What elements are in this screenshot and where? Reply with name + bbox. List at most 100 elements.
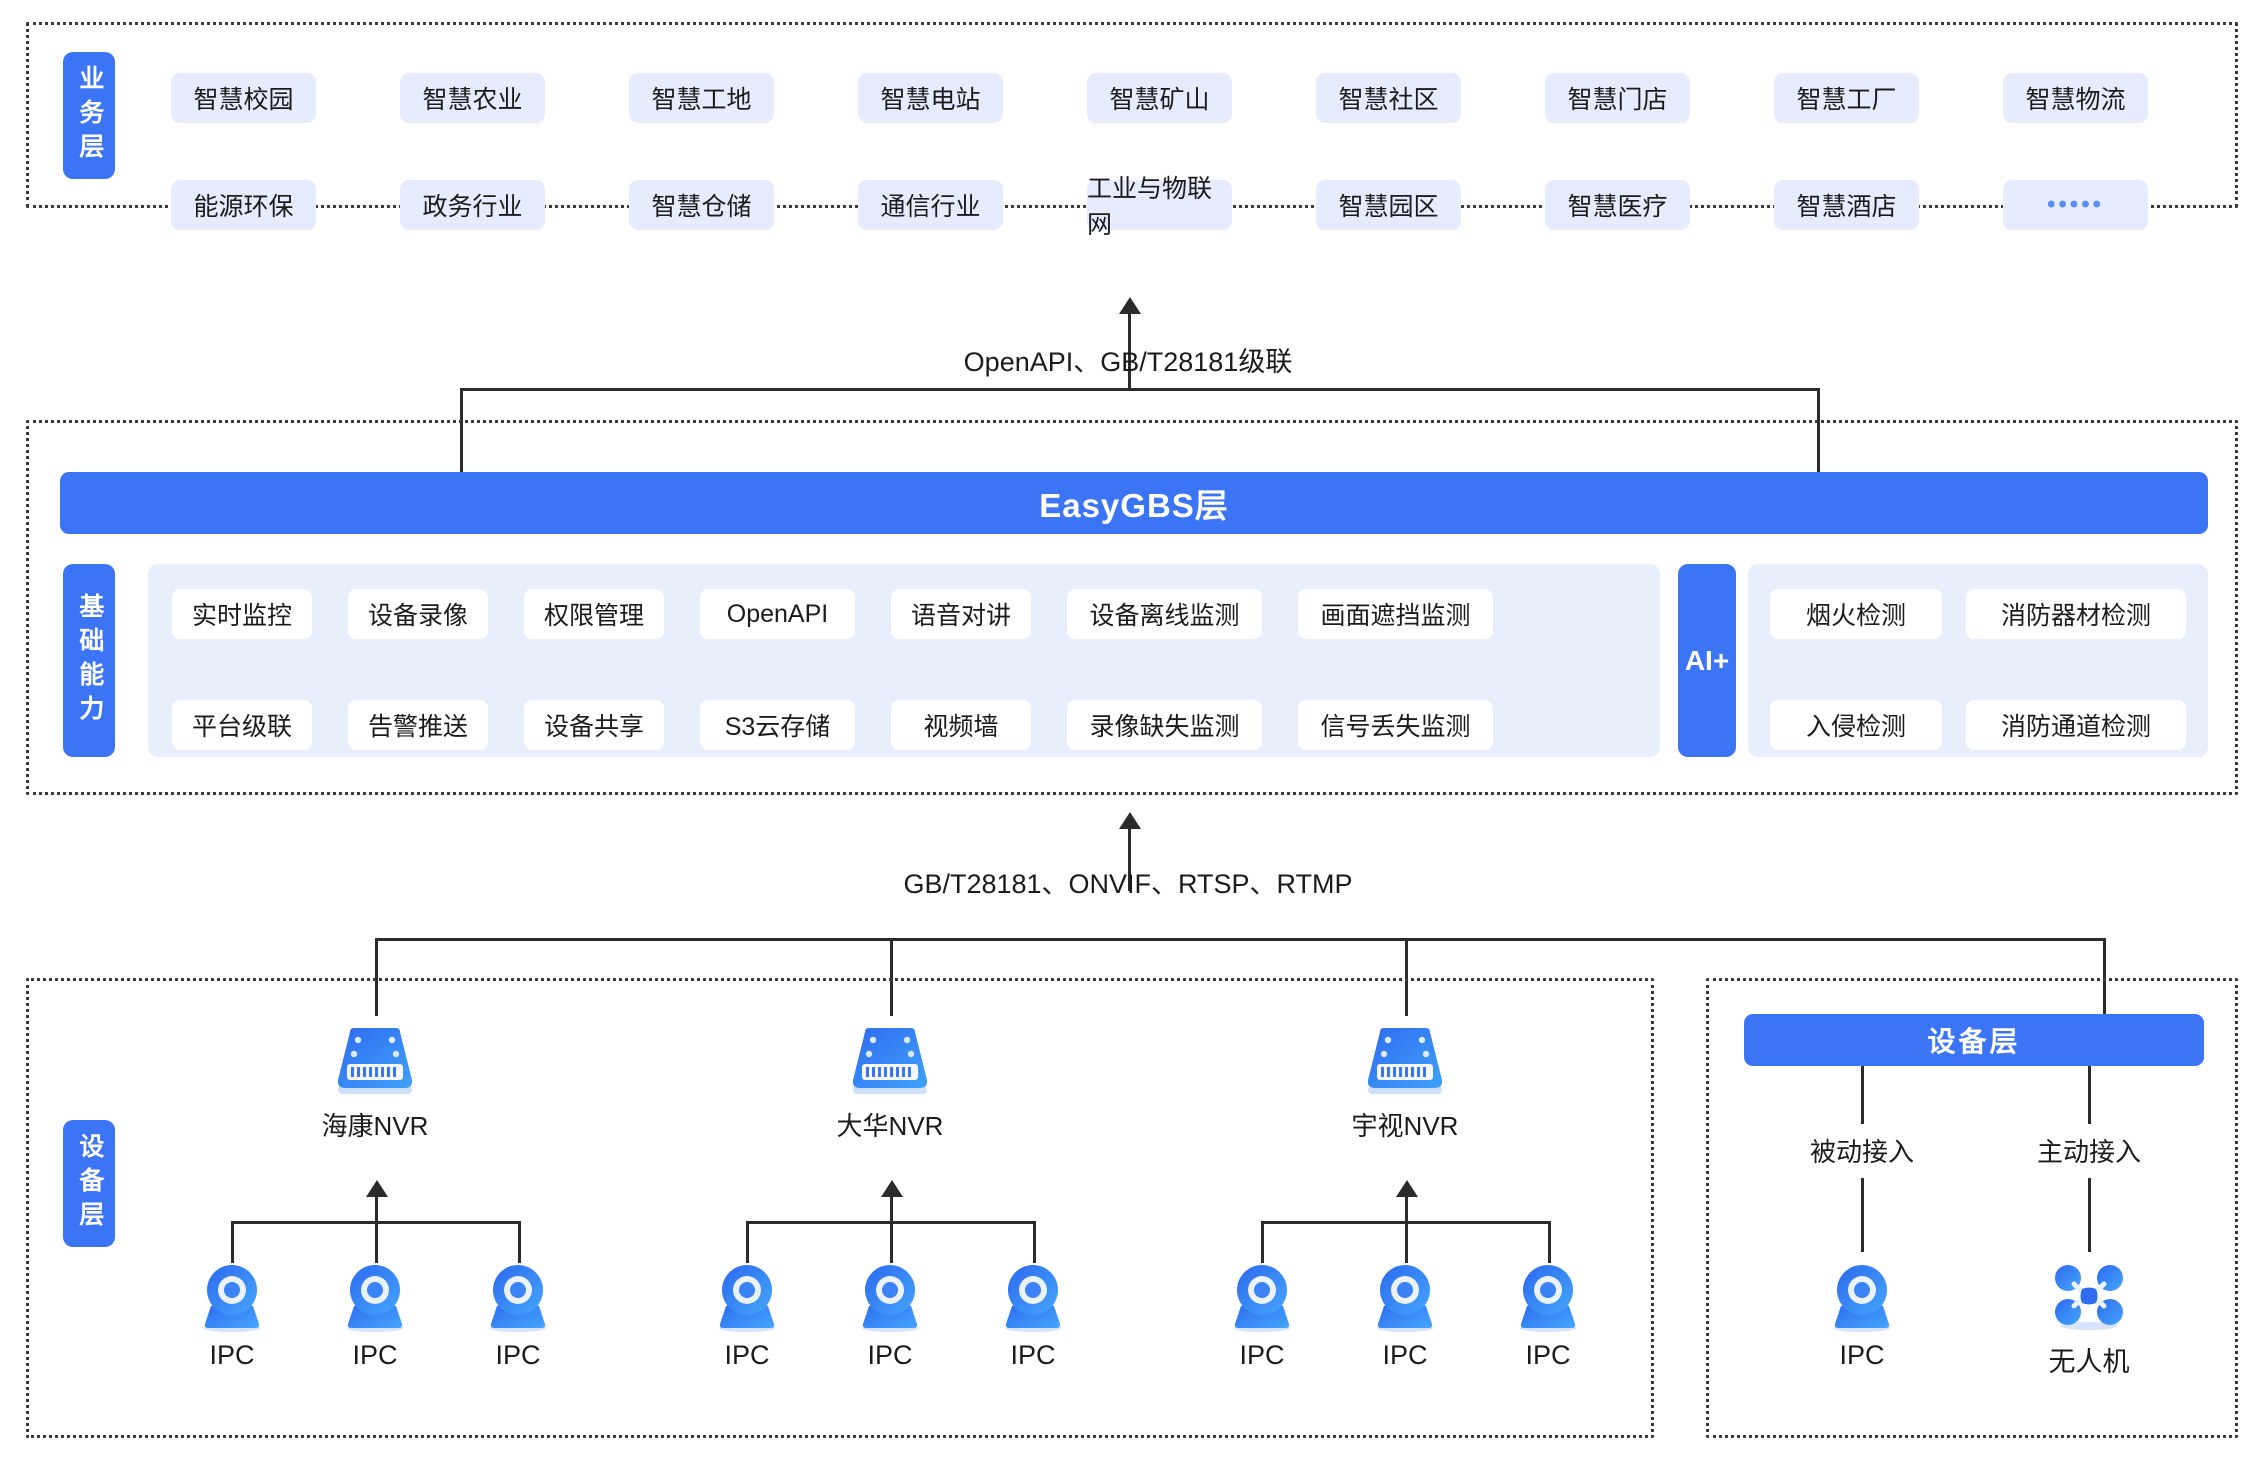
nvr-uniview-arrow-icon (1396, 1180, 1418, 1197)
capability-item[interactable]: 平台级联 (172, 700, 312, 750)
ipc-node: IPC (706, 1262, 788, 1371)
platform-layer-frame (26, 420, 2238, 795)
top-connector-bus (460, 388, 1820, 391)
ipc-branch (375, 1221, 378, 1263)
ipc-label: IPC (495, 1340, 541, 1370)
business-chip-label: 工业与物联网 (1087, 175, 1213, 239)
capability-item[interactable]: 告警推送 (348, 700, 488, 750)
business-chip-label: 智慧工厂 (1796, 86, 1897, 114)
business-chip[interactable]: 智慧工地 (629, 73, 774, 123)
capability-item[interactable]: 录像缺失监测 (1067, 700, 1262, 750)
business-chip[interactable]: 智慧社区 (1316, 73, 1461, 123)
camera-icon (1234, 1265, 1290, 1332)
capability-label: 设备离线监测 (1089, 602, 1240, 630)
business-chip-label: 智慧仓储 (651, 193, 752, 221)
business-chip-label: 智慧矿山 (1109, 86, 1210, 114)
bottom-connector-label: GB/T28181、ONVIF、RTSP、RTMP (903, 869, 1353, 899)
business-chip-label: 通信行业 (880, 193, 981, 221)
nvr-label: 海康NVR (321, 1111, 429, 1141)
business-chip[interactable]: 政务行业 (400, 180, 545, 230)
ipc-label: IPC (1382, 1340, 1428, 1370)
capability-item[interactable]: OpenAPI (700, 589, 855, 639)
active-access-label: 主动接入 (2036, 1137, 2141, 1167)
business-chip[interactable]: 智慧医疗 (1545, 180, 1690, 230)
capability-item[interactable]: 设备录像 (348, 589, 488, 639)
nvr-node-dahua: 大华NVR (810, 1026, 970, 1143)
easygbs-bar[interactable]: EasyGBS层 (60, 472, 2208, 534)
ai-capability-item[interactable]: 烟火检测 (1770, 589, 1942, 639)
business-chip[interactable]: 智慧校园 (171, 73, 316, 123)
bottom-branch-hk (375, 938, 378, 1016)
ipc-node: IPC (1221, 1262, 1303, 1371)
camera-icon (347, 1265, 403, 1332)
device-layer-tab-label: 设备层 (75, 1132, 104, 1235)
business-chip[interactable]: 工业与物联网 (1087, 175, 1232, 239)
capability-item[interactable]: 设备离线监测 (1067, 589, 1262, 639)
nvr-haikang-arrow-icon (366, 1180, 388, 1197)
business-chip[interactable]: 能源环保 (171, 180, 316, 230)
passive-access-stem-top (1861, 1066, 1864, 1124)
capability-item[interactable]: 权限管理 (524, 589, 664, 639)
capability-label: 录像缺失监测 (1089, 713, 1240, 741)
capability-label: S3云存储 (724, 713, 831, 741)
business-chip[interactable]: 智慧酒店 (1774, 180, 1919, 230)
business-chip-label: 智慧工地 (651, 86, 752, 114)
business-chip[interactable]: 通信行业 (858, 180, 1003, 230)
business-chip[interactable]: 智慧园区 (1316, 180, 1461, 230)
business-chip-label: ••••• (2046, 191, 2104, 218)
business-chip[interactable]: 智慧仓储 (629, 180, 774, 230)
ipc-label: IPC (352, 1340, 398, 1370)
bottom-branch-dh (890, 938, 893, 1016)
business-chip[interactable]: 智慧工厂 (1774, 73, 1919, 123)
device-layer-right-bar[interactable]: 设备层 (1744, 1014, 2204, 1066)
device-layer-right-frame (1706, 978, 2238, 1438)
ai-capability-label: 消防通道检测 (2000, 713, 2151, 741)
business-chip-label: 智慧医疗 (1567, 193, 1668, 221)
nvr-node-uniview: 宇视NVR (1325, 1026, 1485, 1143)
business-chip-label: 智慧门店 (1567, 86, 1668, 114)
camera-icon (1377, 1265, 1433, 1332)
device-layer-right-title: 设备层 (1927, 1026, 2021, 1057)
easygbs-title: EasyGBS层 (1039, 487, 1229, 524)
business-chip-more[interactable]: ••••• (2003, 180, 2148, 230)
nvr-icon (852, 1028, 928, 1094)
drone-node: 无人机 (2048, 1262, 2130, 1379)
ai-capability-item[interactable]: 消防器材检测 (1966, 589, 2186, 639)
capability-label: 画面遮挡监测 (1320, 602, 1471, 630)
camera-icon (1834, 1265, 1890, 1332)
ai-plus-tab: AI+ (1678, 564, 1736, 757)
nvr-icon (337, 1028, 413, 1094)
top-connector-stem (1128, 314, 1131, 390)
business-chip[interactable]: 智慧电站 (858, 73, 1003, 123)
capability-item[interactable]: 语音对讲 (891, 589, 1031, 639)
capability-label: 权限管理 (543, 602, 644, 630)
capability-item[interactable]: 信号丢失监测 (1298, 700, 1493, 750)
ipc-node-passive: IPC (1821, 1262, 1903, 1371)
business-chip-label: 智慧农业 (422, 86, 523, 114)
business-chip[interactable]: 智慧物流 (2003, 73, 2148, 123)
capability-item[interactable]: 视频墙 (891, 700, 1031, 750)
capability-label: 设备共享 (543, 713, 644, 741)
ipc-node: IPC (191, 1262, 273, 1371)
capability-label: 告警推送 (367, 713, 468, 741)
capability-item[interactable]: S3云存储 (700, 700, 855, 750)
nvr-dahua-stem (890, 1197, 893, 1223)
ipc-branch (890, 1221, 893, 1263)
ipc-node: IPC (1507, 1262, 1589, 1371)
business-chip[interactable]: 智慧农业 (400, 73, 545, 123)
business-chip[interactable]: 智慧门店 (1545, 73, 1690, 123)
device-layer-left-frame (26, 978, 1654, 1438)
business-chip[interactable]: 智慧矿山 (1087, 73, 1232, 123)
business-chip-label: 智慧酒店 (1796, 193, 1897, 221)
capability-item[interactable]: 实时监控 (172, 589, 312, 639)
ipc-branch (1261, 1221, 1264, 1263)
ai-capability-item[interactable]: 消防通道检测 (1966, 700, 2186, 750)
capability-item[interactable]: 画面遮挡监测 (1298, 589, 1493, 639)
ai-capability-item[interactable]: 入侵检测 (1770, 700, 1942, 750)
capability-label: OpenAPI (726, 599, 829, 628)
ipc-label: IPC (1010, 1340, 1056, 1370)
ipc-label: IPC (724, 1340, 770, 1370)
ipc-branch (1405, 1221, 1408, 1263)
capability-item[interactable]: 设备共享 (524, 700, 664, 750)
